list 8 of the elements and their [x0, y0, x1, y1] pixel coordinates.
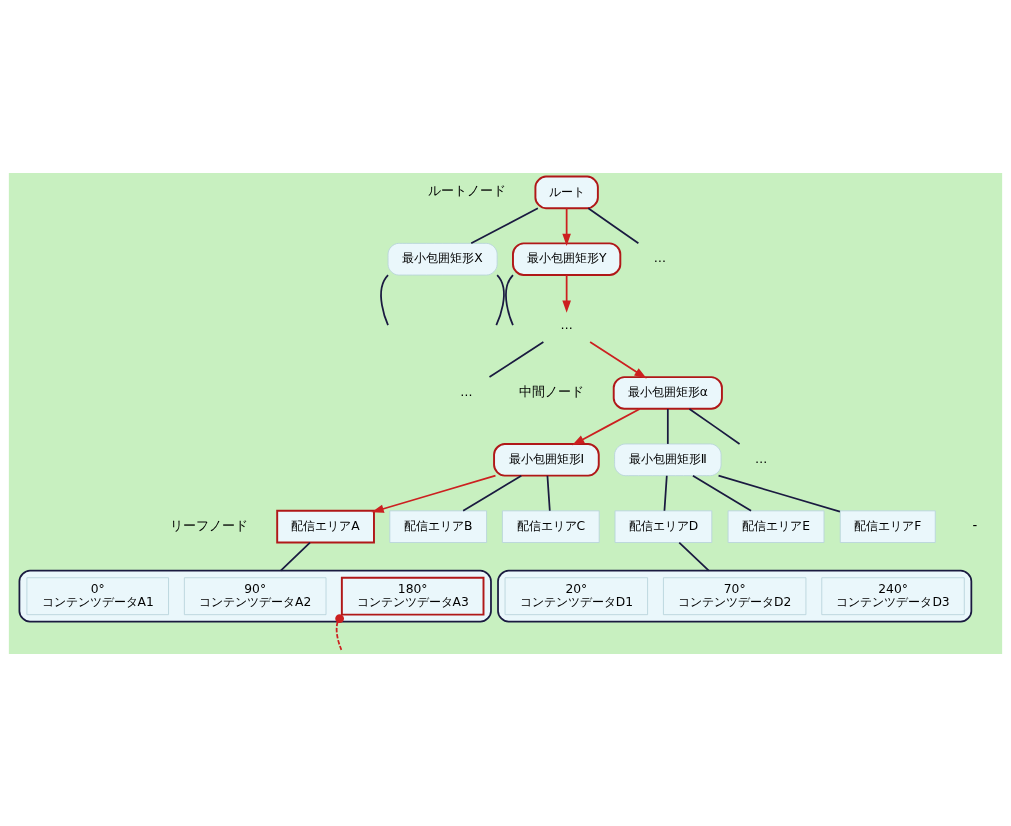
node-text: …: [754, 451, 768, 466]
label: -: [972, 517, 978, 533]
node-text: …: [460, 384, 473, 399]
label: リーフノード: [169, 517, 248, 533]
label: 中間ノード: [519, 383, 585, 399]
node-text: …: [653, 250, 667, 265]
node-text: …: [560, 317, 573, 332]
label: ルートノード: [428, 182, 507, 198]
